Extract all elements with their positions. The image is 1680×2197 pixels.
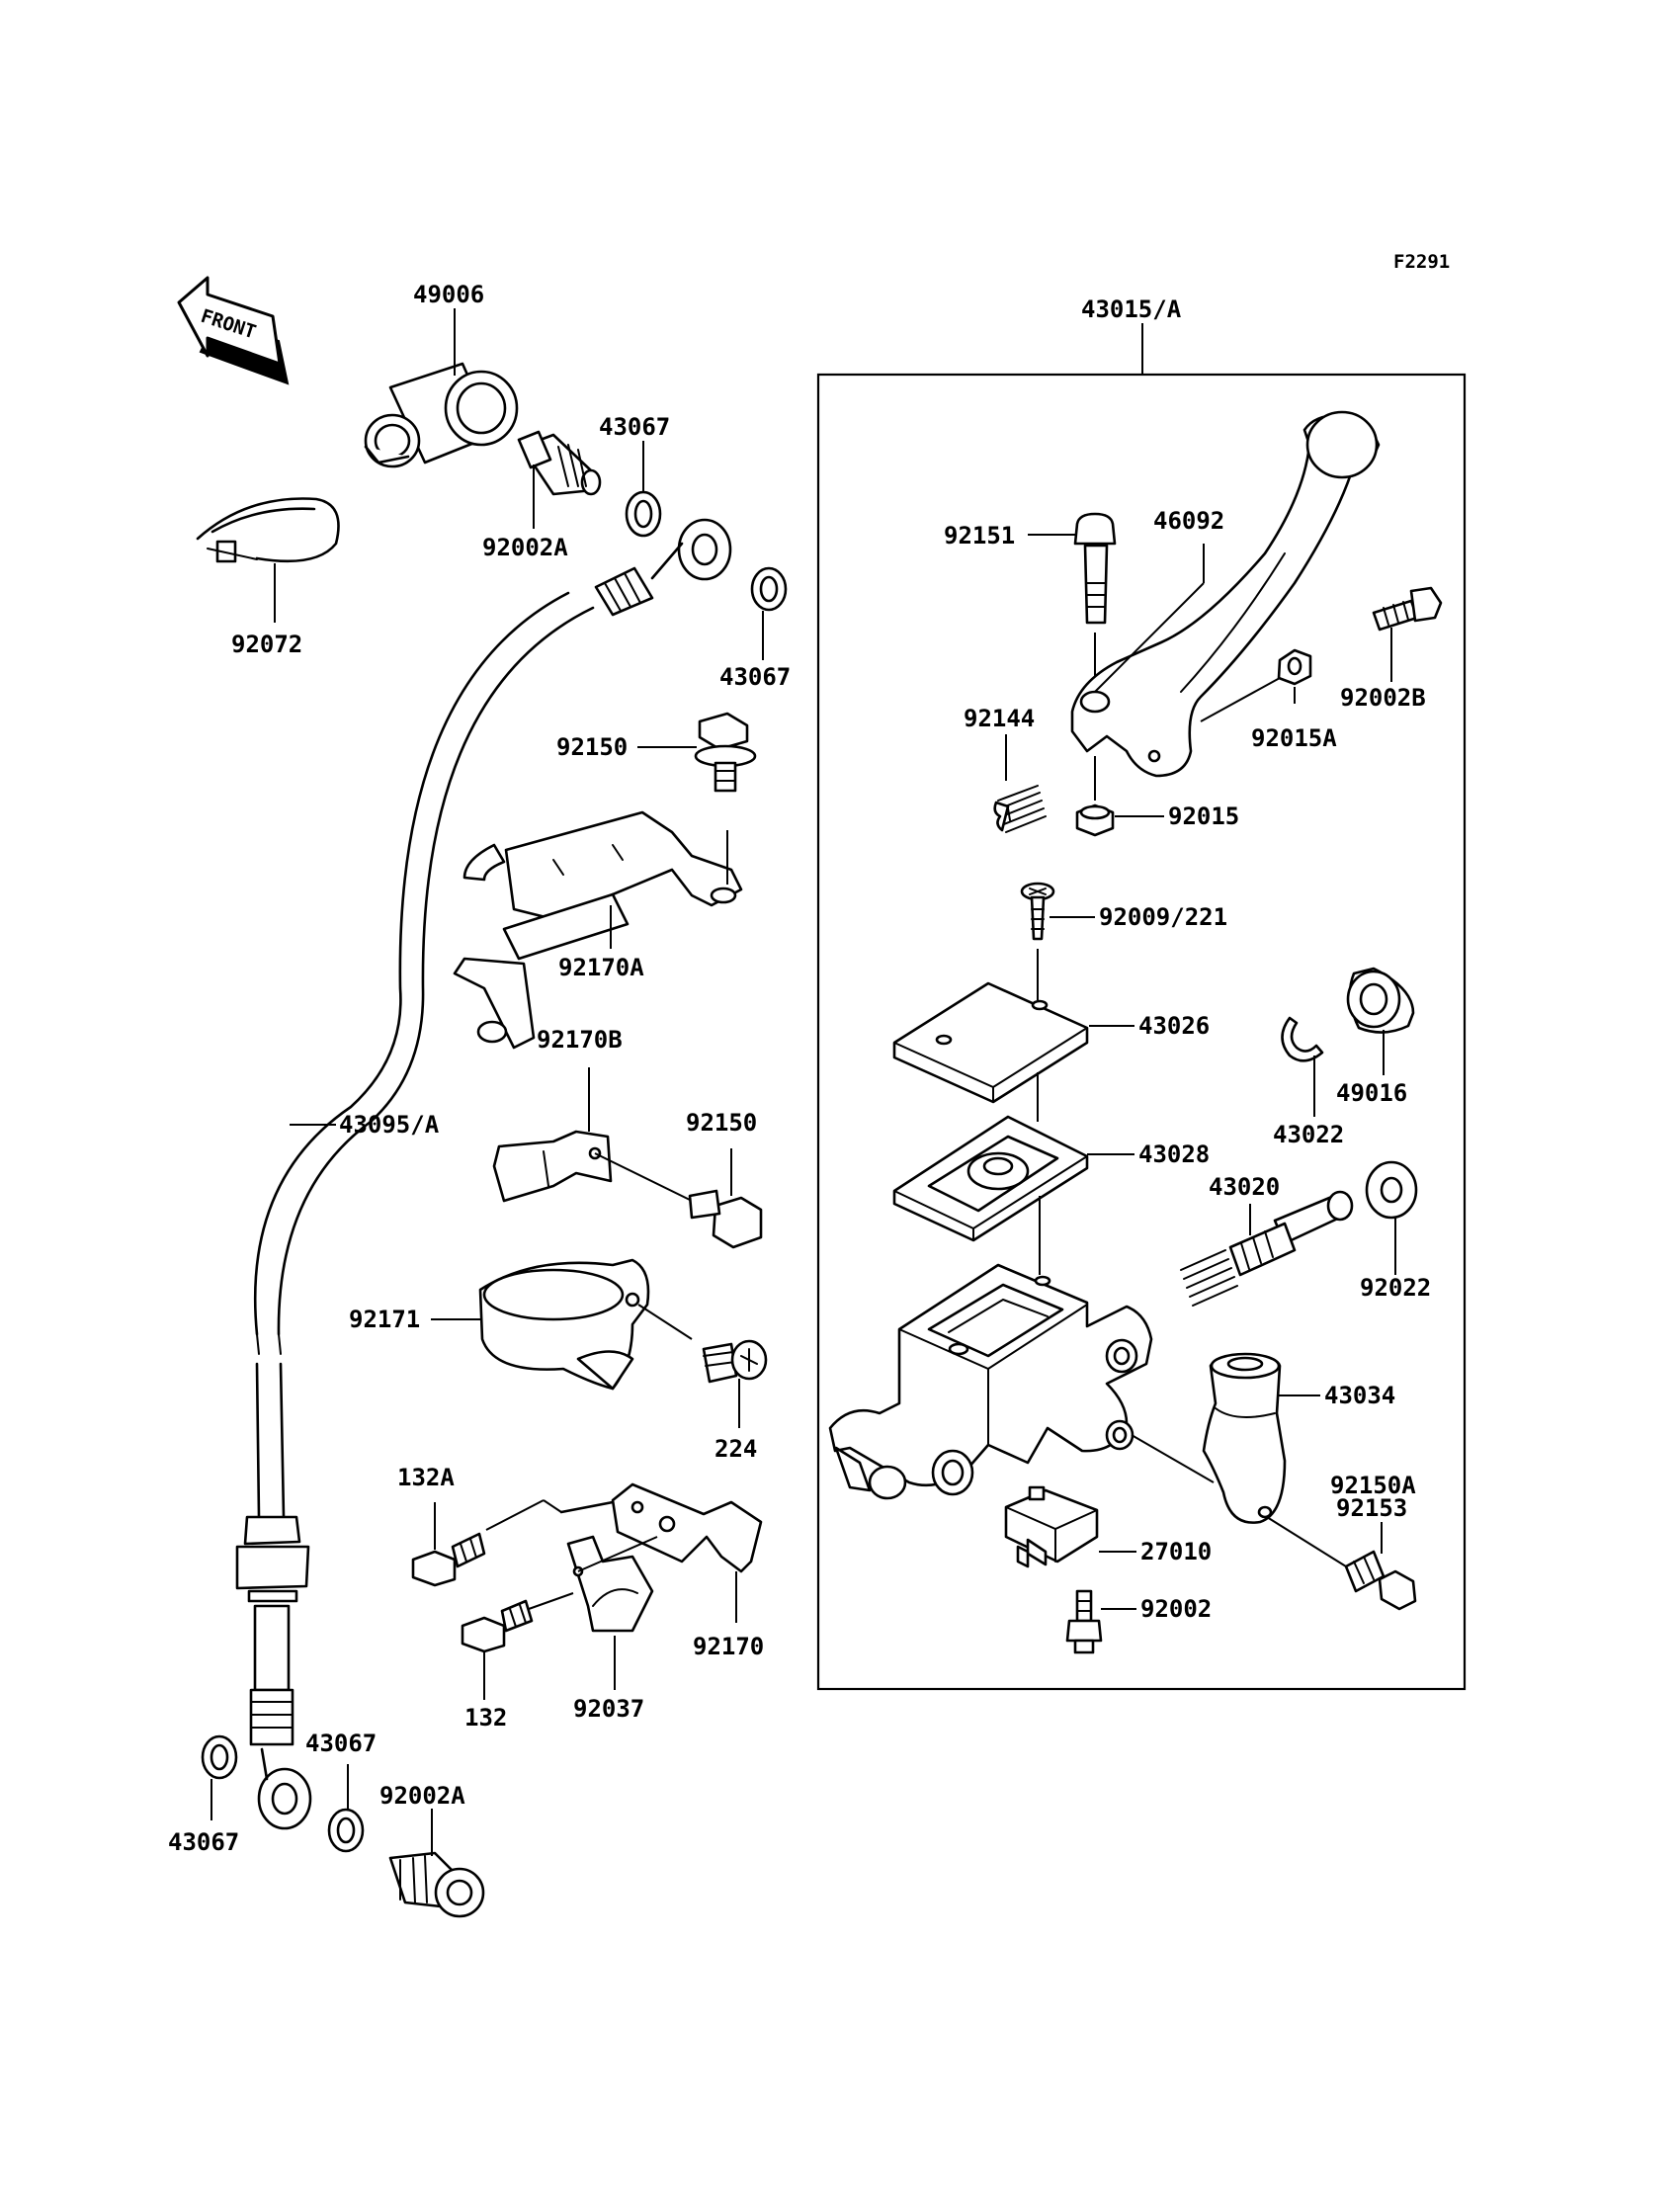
screw-92002 [1065,1589,1103,1654]
part-label: 132 [464,1704,507,1732]
part-label: 92002B [1340,684,1426,712]
clamp-92170a [453,810,743,1050]
part-label: 43067 [305,1730,377,1757]
diaphragm-43028 [892,1115,1089,1242]
part-label: 92002A [379,1782,465,1810]
brake-hose-43095 [235,518,732,1830]
part-label: 92153 [1336,1494,1407,1522]
part-label: 92170B [537,1026,623,1054]
part-label: 92015 [1168,803,1239,830]
nut-92015a [1277,648,1312,686]
part-label: 43028 [1138,1141,1210,1168]
part-label: 92002A [482,534,568,561]
screw-92009 [1020,882,1055,941]
washer-43067-d [327,1808,365,1853]
master-cylinder-body [828,1263,1153,1500]
boot-49006 [364,362,519,468]
assembly-label: 43015/A [1081,296,1182,323]
part-label: 92037 [573,1695,644,1723]
reservoir-cap-43026 [892,981,1089,1104]
part-label: 92144 [964,705,1035,732]
bolt-132 [461,1599,534,1653]
part-label: 92015A [1251,724,1337,752]
banjo-bolt-top [517,430,602,496]
part-label: 92002 [1140,1595,1212,1623]
cable-tie-92072 [196,497,340,563]
part-label: 43034 [1324,1382,1395,1409]
piston-43020 [1180,1190,1354,1307]
cover-49016 [1346,967,1415,1034]
part-label: 224 [714,1435,757,1463]
front-arrow-icon: FRONT [177,276,290,385]
bolt-92150a [1344,1550,1417,1611]
bolt-92002b [1372,586,1443,632]
seal-92022 [1365,1160,1418,1220]
bolt-132a [411,1532,486,1587]
banjo-bolt-lower [388,1851,485,1918]
pivot-bolt-92151 [1073,512,1117,625]
part-label: 92072 [231,631,302,658]
clip-92170b [492,1130,613,1203]
diagram-code: F2291 [1393,251,1450,273]
part-label: 92171 [349,1306,420,1333]
washer-43067-c [201,1734,238,1780]
bolt-92150-mid [688,1189,763,1249]
washer-43067-b [750,566,788,612]
clamp-43034 [1202,1352,1287,1524]
bracket-92170 [559,1482,763,1573]
part-label: 46092 [1153,507,1224,535]
part-label: 43067 [719,663,791,691]
part-label: 92009/221 [1099,903,1227,931]
part-label: 43067 [168,1828,239,1856]
clamp-92171 [478,1258,650,1391]
nut-92015 [1075,803,1115,837]
ring-43022 [1281,1016,1324,1062]
part-label: 43067 [599,413,670,441]
lever-46092 [1070,410,1381,778]
part-label: 43026 [1138,1012,1210,1040]
washer-43067-a [625,490,662,538]
part-label: 92170A [558,954,644,981]
part-label: 92170 [693,1633,764,1660]
part-label: 27010 [1140,1538,1212,1565]
switch-27010 [1004,1485,1099,1568]
part-label: 49016 [1336,1079,1407,1107]
part-label: 43020 [1209,1173,1280,1201]
part-label: 43022 [1273,1121,1344,1148]
bolt-92150-top [694,712,757,793]
part-label: 92150 [686,1109,757,1137]
part-label: 43095/A [339,1111,440,1139]
part-label: 92022 [1360,1274,1431,1302]
part-label: 92150A [1330,1472,1416,1499]
screw-224 [702,1339,768,1384]
spring-92144 [993,785,1047,833]
part-label: 92150 [556,733,628,761]
part-label: 49006 [413,281,484,308]
part-label: 92151 [944,522,1015,549]
clamp-92037 [566,1535,654,1633]
part-label: 132A [397,1464,455,1491]
